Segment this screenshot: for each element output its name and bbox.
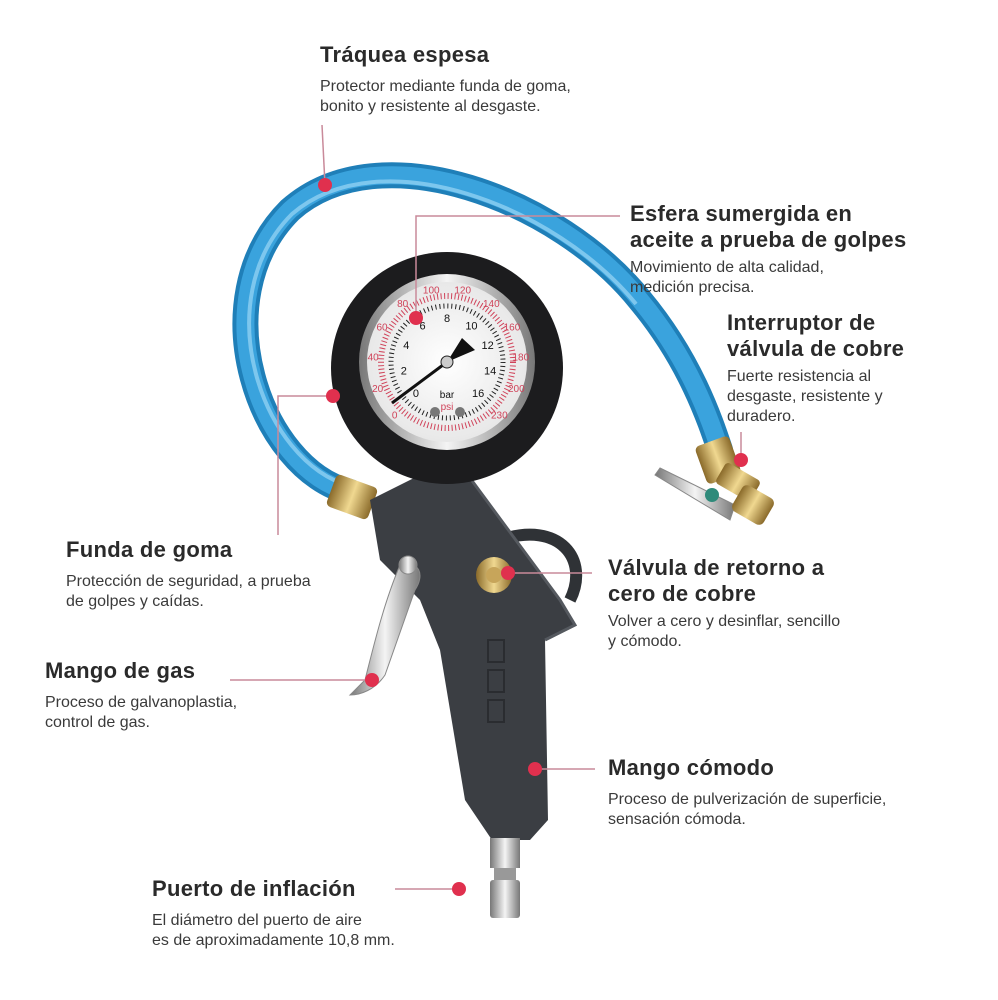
gauge-bar-label: 10 xyxy=(465,320,477,332)
gauge-unit-psi: psi xyxy=(441,402,454,413)
description-line: y cómodo. xyxy=(608,633,682,650)
callout-description: Protector mediante funda de goma, bonito … xyxy=(320,77,571,117)
callout-dots xyxy=(318,178,748,896)
title-line: aceite a prueba de golpes xyxy=(630,227,907,252)
description-line: Fuerte resistencia al xyxy=(727,368,872,385)
copper-valve-chuck xyxy=(654,463,774,525)
description-line: medición precisa. xyxy=(630,279,755,296)
gauge-bar-label: 6 xyxy=(419,320,425,332)
callout-dot xyxy=(734,453,748,467)
gauge-bar-label: 8 xyxy=(444,313,450,325)
callout-description: Volver a cero y desinflar, sencillo y cóm… xyxy=(608,612,840,652)
description-line: Movimiento de alta calidad, xyxy=(630,259,824,276)
callout-description: Proceso de pulverización de superficie, s… xyxy=(608,790,886,830)
description-line: es de aproximadamente 10,8 mm. xyxy=(152,932,395,949)
gauge-psi-label: 40 xyxy=(368,353,380,364)
description-line: sensación cómoda. xyxy=(608,811,746,828)
gauge-bar-label: 12 xyxy=(482,340,494,352)
gauge-psi-label: 230 xyxy=(491,410,508,421)
gauge-bar-label: 4 xyxy=(403,340,409,352)
callout-title: Funda de goma xyxy=(66,537,233,562)
description-line: duradero. xyxy=(727,408,796,425)
gauge-psi-label: 0 xyxy=(392,410,398,421)
callout-description: Proceso de galvanoplastia, control de gas… xyxy=(45,693,237,733)
gauge-psi-label: 120 xyxy=(454,286,471,297)
gauge-psi-label: 160 xyxy=(504,323,521,334)
callout-dot xyxy=(452,882,466,896)
callout-inflation-port: Puerto de inflación El diámetro del puer… xyxy=(152,876,395,951)
title-line: Válvula de retorno a xyxy=(608,555,825,580)
callout-description: Movimiento de alta calidad, medición prec… xyxy=(630,258,906,298)
callout-description: Protección de seguridad, a prueba de golp… xyxy=(66,572,311,612)
gauge-psi-label: 100 xyxy=(423,286,440,297)
gauge-unit-bar: bar xyxy=(440,390,455,401)
description-line: bonito y resistente al desgaste. xyxy=(320,98,541,115)
description-line: Proceso de pulverización de superficie, xyxy=(608,791,887,808)
callout-dot xyxy=(326,389,340,403)
gauge-bar-label: 2 xyxy=(401,366,407,378)
description-line: desgaste, resistente y xyxy=(727,388,883,405)
gauge-psi-label: 80 xyxy=(397,299,409,310)
gauge-bar-label: 16 xyxy=(472,388,484,400)
callout-dot xyxy=(528,762,542,776)
description-line: El diámetro del puerto de aire xyxy=(152,912,362,929)
title-line: cero de cobre xyxy=(608,581,757,606)
callout-title: Mango cómodo xyxy=(608,755,775,780)
description-line: Protección de seguridad, a prueba xyxy=(66,573,311,590)
callout-title: Mango de gas xyxy=(45,658,196,683)
callout-rubber-sleeve: Funda de goma Protección de seguridad, a… xyxy=(66,537,311,612)
title-line: Esfera sumergida en xyxy=(630,201,853,226)
callout-dot xyxy=(365,673,379,687)
gauge-psi-label: 180 xyxy=(512,353,529,364)
title-line: Interruptor de xyxy=(727,310,876,335)
description-line: Proceso de galvanoplastia, xyxy=(45,694,238,711)
description-line: Volver a cero y desinflar, sencillo xyxy=(608,613,841,630)
gauge-bar-label: 0 xyxy=(413,388,419,400)
description-line: Protector mediante funda de goma, xyxy=(320,78,571,95)
callout-description: El diámetro del puerto de aire es de apro… xyxy=(152,911,395,951)
hose-fitting-left xyxy=(326,474,378,520)
callout-title: Puerto de inflación xyxy=(152,876,356,901)
gauge-bar-label: 14 xyxy=(484,366,496,378)
callout-thick-hose: Tráquea espesa Protector mediante funda … xyxy=(320,42,571,117)
callout-description: Fuerte resistencia al desgaste, resistent… xyxy=(727,367,904,427)
callout-gas-trigger: Mango de gas Proceso de galvanoplastia, c… xyxy=(45,658,237,733)
inflation-port xyxy=(490,838,520,918)
gauge-psi-label: 200 xyxy=(508,384,525,395)
gauge-psi-label: 140 xyxy=(483,299,500,310)
callout-dot xyxy=(501,566,515,580)
description-line: control de gas. xyxy=(45,714,150,731)
title-line: válvula de cobre xyxy=(727,336,905,361)
gas-trigger xyxy=(348,563,421,696)
callout-dot xyxy=(318,178,332,192)
callout-title: Tráquea espesa xyxy=(320,42,490,67)
leader-lines xyxy=(230,124,742,890)
callout-comfortable-handle: Mango cómodo Proceso de pulverización de… xyxy=(608,755,886,830)
gun-body xyxy=(370,460,583,840)
callout-dot xyxy=(409,311,423,325)
description-line: de golpes y caídas. xyxy=(66,593,204,610)
gauge-psi-label: 60 xyxy=(376,323,388,334)
gauge-psi-label: 20 xyxy=(372,384,384,395)
